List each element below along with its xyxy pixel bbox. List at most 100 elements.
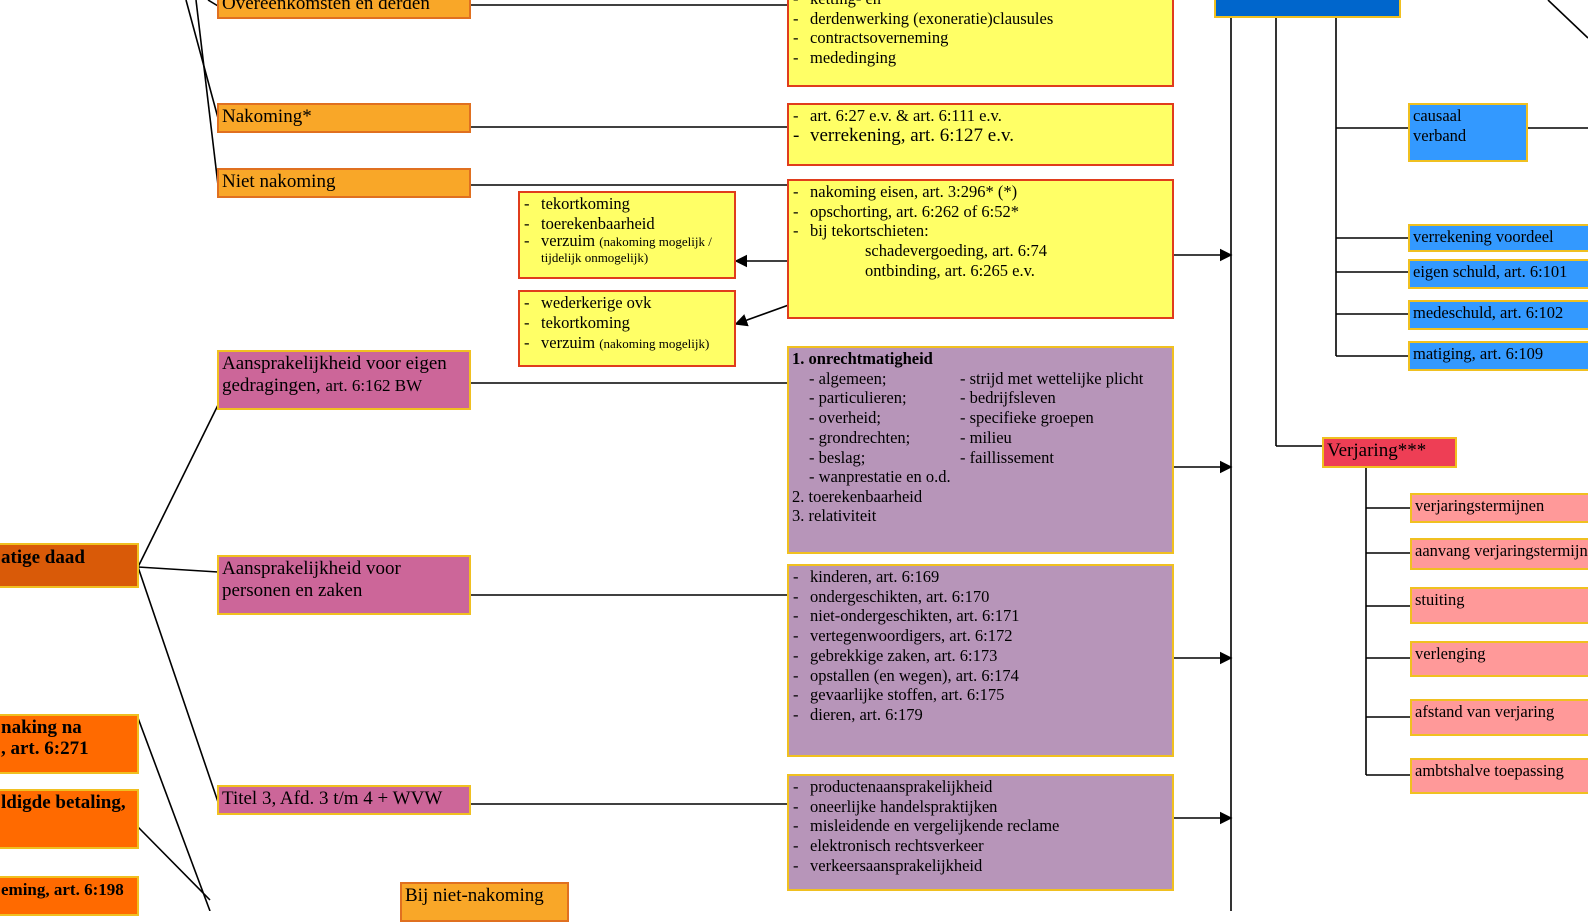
- tekortkoming-box: -tekortkoming -toerekenbaarheid -verzuim…: [518, 191, 736, 279]
- zaakwaarneming-line-1: naking na: [1, 717, 82, 738]
- purple3-item-5: verkeersaansprakelijkheid: [810, 855, 983, 875]
- purple1-left-6: - wanprestatie en o.d.: [809, 467, 951, 487]
- onverschuldigde-betaling-label: ldigde betaling,: [1, 792, 126, 813]
- nakoming-box: Nakoming*: [217, 103, 471, 133]
- overeenkomsten-label: Overeenkomsten en derden: [222, 0, 430, 14]
- blue-item-2: eigen schuld, art. 6:101: [1413, 262, 1568, 281]
- titel3-details-box: -productenaansprakelijkheid -oneerlijke …: [787, 774, 1174, 891]
- medeschuld-box: medeschuld, art. 6:102: [1408, 300, 1588, 330]
- small1-item-2: toerekenbaarheid: [541, 213, 655, 233]
- wederkerige-ovk-box: -wederkerige ovk -tekortkoming -verzuim …: [518, 290, 736, 367]
- verrekening-voordeel-box: verrekening voordeel: [1408, 224, 1588, 252]
- yellow-top-item-2: derdenwerking (exoneratie)clausules: [810, 8, 1054, 28]
- personen-zaken-line-2: personen en zaken: [222, 580, 363, 601]
- causaal-line-1: causaal: [1413, 106, 1462, 125]
- eigen-gedragingen-article: art. 6:162 BW: [325, 376, 423, 395]
- niet-nakoming-sub-2: ontbinding, art. 6:265 e.v.: [865, 260, 1035, 280]
- titel3-label: Titel 3, Afd. 3 t/m 4 + WVW: [222, 788, 443, 809]
- zaakwaarneming-box: naking na , art. 6:271: [0, 714, 139, 774]
- onrechtmatige-daad-box: atige daad: [0, 543, 139, 588]
- purple2-item-7: gevaarlijke stoffen, art. 6:175: [810, 685, 1005, 705]
- schadevergoeding-header-box: [1214, 0, 1401, 18]
- bij-niet-nakoming-label: Bij niet-nakoming: [405, 885, 544, 906]
- purple1-right-5: - faillissement: [960, 447, 1054, 467]
- purple2-item-5: gebrekkige zaken, art. 6:173: [810, 645, 998, 665]
- eigen-gedragingen-line-2: gedragingen,: [222, 375, 326, 396]
- purple3-item-3: misleidende en vergelijkende reclame: [810, 816, 1060, 836]
- purple1-left-3: - overheid;: [809, 408, 881, 428]
- stuiting-box: stuiting: [1410, 587, 1588, 624]
- small2-item-2: tekortkoming: [541, 313, 630, 332]
- matiging-box: matiging, art. 6:109: [1408, 341, 1588, 371]
- niet-nakoming-sub-1: schadevergoeding, art. 6:74: [865, 241, 1048, 261]
- personen-zaken-details-box: -kinderen, art. 6:169 -ondergeschikten, …: [787, 564, 1174, 757]
- small1-item-1: tekortkoming: [541, 194, 630, 213]
- verjaring-label: Verjaring***: [1327, 440, 1427, 461]
- ongerechtvaardigde-verrijking-box: eming, art. 6:198: [0, 876, 139, 916]
- pink-item-5: afstand van verjaring: [1415, 702, 1555, 721]
- eigen-gedragingen-line-1: Aansprakelijkheid voor eigen: [222, 353, 447, 374]
- pink-item-1: verjaringstermijnen: [1415, 496, 1545, 515]
- overeenkomsten-en-derden-box: Overeenkomsten en derden: [217, 0, 471, 19]
- purple3-item-2: oneerlijke handelspraktijken: [810, 796, 998, 816]
- titel3-box: Titel 3, Afd. 3 t/m 4 + WVW: [217, 785, 471, 815]
- onrechtmatige-daad-label: atige daad: [1, 547, 85, 568]
- small2-item-1: wederkerige ovk: [541, 293, 652, 312]
- onrechtmatigheid-box: 1. onrechtmatigheid - algemeen; - partic…: [787, 346, 1174, 554]
- ambtshalve-toepassing-box: ambtshalve toepassing: [1410, 758, 1588, 794]
- pink-item-2: aanvang verjaringstermijn: [1415, 541, 1588, 560]
- eigen-gedragingen-box: Aansprakelijkheid voor eigen gedragingen…: [217, 350, 471, 410]
- small2-item-3: verzuim: [541, 333, 596, 352]
- small2-note: (nakoming mogelijk): [599, 336, 710, 351]
- purple1-tail-2: 3. relativiteit: [792, 506, 877, 526]
- ongerechtvaardigde-verrijking-label: eming, art. 6:198: [1, 880, 124, 899]
- purple2-item-6: opstallen (en wegen), art. 6:174: [810, 665, 1019, 685]
- overeenkomsten-details-box: -ketting- en -derdenwerking (exoneratie)…: [787, 0, 1174, 87]
- afstand-van-verjaring-box: afstand van verjaring: [1410, 699, 1588, 736]
- purple3-item-4: elektronisch rechtsverkeer: [810, 836, 984, 856]
- small1-item-3: verzuim: [541, 231, 596, 250]
- small1-note-1: (nakoming mogelijk /: [599, 234, 712, 249]
- causaal-line-2: verband: [1413, 125, 1467, 145]
- eigen-schuld-box: eigen schuld, art. 6:101: [1408, 259, 1588, 289]
- pink-item-4: verlenging: [1415, 644, 1486, 663]
- purple1-right-2: - bedrijfsleven: [960, 388, 1056, 408]
- nakoming-details-box: -art. 6:27 e.v. & art. 6:111 e.v. -verre…: [787, 103, 1174, 166]
- bij-niet-nakoming-box: Bij niet-nakoming: [400, 882, 569, 922]
- niet-nakoming-box: Niet nakoming: [217, 168, 471, 198]
- pink-item-6: ambtshalve toepassing: [1415, 761, 1564, 780]
- verlenging-box: verlenging: [1410, 641, 1588, 677]
- blue-item-4: matiging, art. 6:109: [1413, 344, 1544, 363]
- purple1-tail-1: 2. toerekenbaarheid: [792, 486, 923, 506]
- blue-item-3: medeschuld, art. 6:102: [1413, 303, 1564, 322]
- niet-nakoming-item-2: opschorting, art. 6:262 of 6:52*: [810, 201, 1019, 221]
- nakoming-item-2: verrekening, art. 6:127 e.v.: [810, 124, 1014, 146]
- small1-note-2: tijdelijk onmogelijk): [541, 250, 649, 265]
- purple1-right-4: - milieu: [960, 427, 1012, 447]
- purple2-item-1: kinderen, art. 6:169: [810, 567, 940, 586]
- zaakwaarneming-line-2: , art. 6:271: [1, 738, 89, 759]
- purple1-right-1: - strijd met wettelijke plicht: [960, 368, 1144, 388]
- verjaring-box: Verjaring***: [1322, 437, 1457, 468]
- purple2-item-4: vertegenwoordigers, art. 6:172: [810, 626, 1013, 646]
- purple2-item-8: dieren, art. 6:179: [810, 704, 923, 724]
- purple1-left-4: - grondrechten;: [809, 427, 911, 447]
- personen-zaken-line-1: Aansprakelijkheid voor: [222, 558, 401, 579]
- onverschuldigde-betaling-box: ldigde betaling,: [0, 789, 139, 849]
- nakoming-item-1: art. 6:27 e.v. & art. 6:111 e.v.: [810, 106, 1002, 125]
- purple3-item-1: productenaansprakelijkheid: [810, 777, 993, 796]
- purple1-left-5: - beslag;: [809, 447, 866, 467]
- purple2-item-3: niet-ondergeschikten, art. 6:171: [810, 606, 1020, 626]
- pink-item-3: stuiting: [1415, 590, 1465, 609]
- blue-item-1: verrekening voordeel: [1413, 227, 1554, 246]
- niet-nakoming-details-box: -nakoming eisen, art. 3:296* (*) -opscho…: [787, 179, 1174, 319]
- purple2-item-2: ondergeschikten, art. 6:170: [810, 586, 990, 606]
- aanvang-verjaringstermijn-box: aanvang verjaringstermijn: [1410, 538, 1588, 570]
- personen-en-zaken-box: Aansprakelijkheid voor personen en zaken: [217, 555, 471, 615]
- nakoming-label: Nakoming*: [222, 106, 312, 127]
- niet-nakoming-item-3: bij tekortschieten:: [810, 221, 929, 241]
- yellow-top-item-4: mededinging: [810, 48, 897, 68]
- yellow-top-item-3: contractsoverneming: [810, 28, 949, 48]
- purple1-right-3: - specifieke groepen: [960, 408, 1094, 428]
